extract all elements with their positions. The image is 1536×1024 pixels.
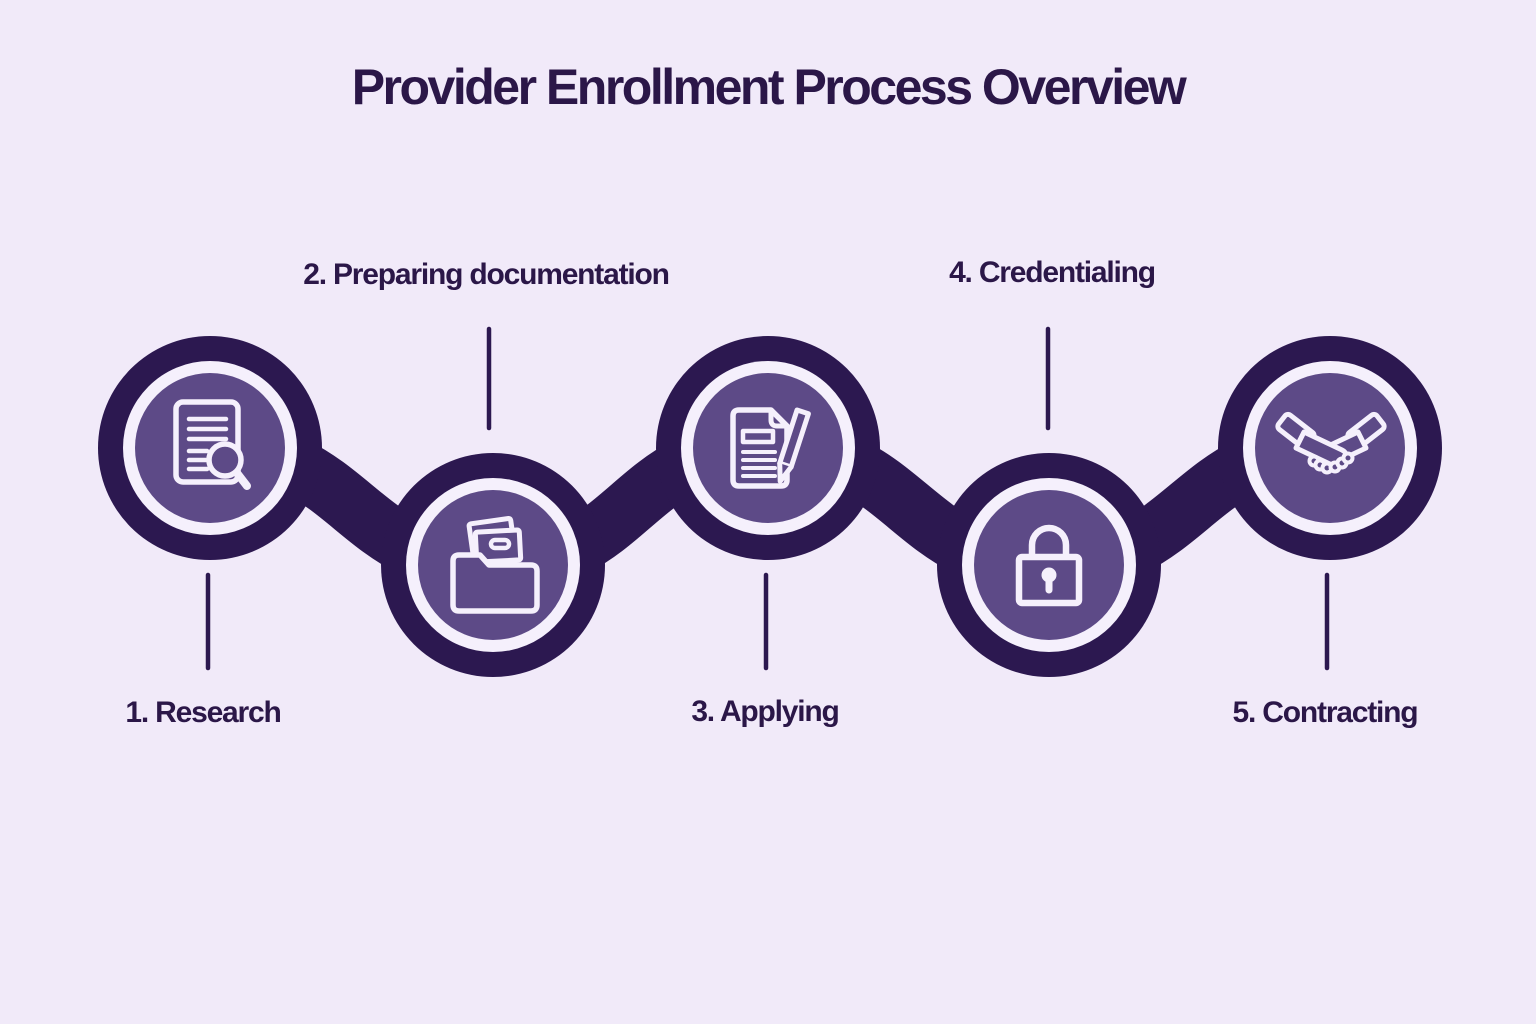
step-node-1	[98, 336, 322, 560]
document-search-icon	[173, 399, 251, 490]
handshake-icon	[1275, 411, 1387, 475]
step-node-4	[937, 453, 1161, 677]
step-node-5	[1218, 336, 1442, 560]
node-core	[135, 373, 285, 523]
page-title: Provider Enrollment Process Overview	[351, 59, 1187, 115]
step-label-credentialing: 4. Credentialing	[949, 256, 1156, 289]
padlock-icon	[1015, 524, 1083, 607]
step-label-preparing: 2. Preparing documentation	[303, 258, 670, 291]
step-node-3	[656, 336, 880, 560]
step-node-2	[381, 453, 605, 677]
folder-documents-icon	[450, 516, 540, 614]
step-label-research: 1. Research	[125, 696, 281, 729]
step-label-applying: 3. Applying	[691, 695, 840, 728]
document-pencil-icon	[730, 407, 811, 489]
step-label-contracting: 5. Contracting	[1232, 696, 1419, 729]
